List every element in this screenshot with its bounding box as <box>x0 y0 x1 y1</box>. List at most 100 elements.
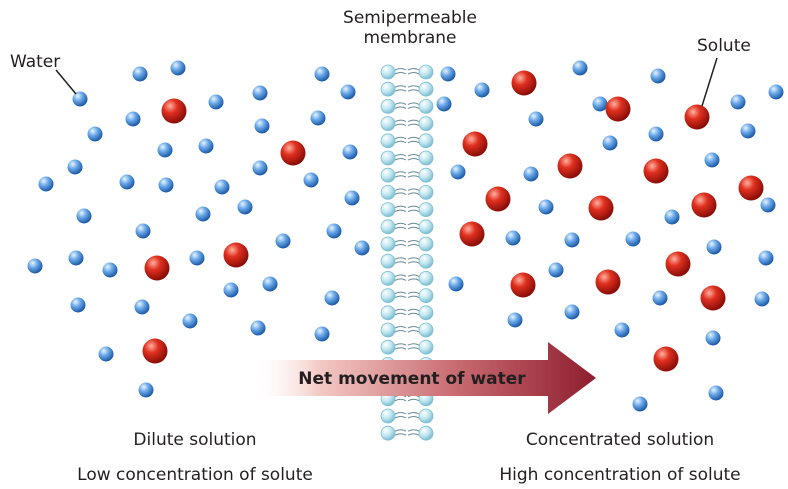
solute-molecule <box>280 140 306 166</box>
solute-molecule <box>643 158 669 184</box>
membrane-lipid-pair <box>380 322 434 338</box>
solute-molecule <box>511 70 537 96</box>
solute-molecule <box>684 104 710 130</box>
water-molecule <box>754 291 770 307</box>
water-molecule <box>592 96 608 112</box>
water-molecule <box>223 282 239 298</box>
solute-molecule <box>665 251 691 277</box>
membrane-lipid-pair <box>380 99 434 114</box>
left-title: Dilute solution <box>133 430 257 450</box>
membrane-lipid-pair <box>380 236 434 252</box>
solute-label: Solute <box>697 36 751 56</box>
membrane-label-line2: membrane <box>363 28 457 48</box>
water-molecule <box>87 126 103 142</box>
water-molecule <box>208 94 224 110</box>
solute-molecule <box>691 192 717 218</box>
water-molecule <box>125 111 141 127</box>
water-molecule <box>538 199 554 215</box>
water-molecule <box>523 166 539 182</box>
water-molecule <box>72 91 88 107</box>
water-molecule <box>170 60 186 76</box>
membrane-label-line1: Semipermeable <box>343 8 477 28</box>
solute-leader-line <box>701 57 718 107</box>
water-molecule <box>237 199 253 215</box>
water-molecule <box>310 110 326 126</box>
membrane-lipid-pair <box>380 425 434 441</box>
water-molecule <box>314 326 330 342</box>
water-molecule <box>730 94 746 110</box>
water-molecule <box>119 174 135 190</box>
left-subtitle: Low concentration of solute <box>77 465 313 485</box>
water-molecule <box>182 313 198 329</box>
membrane-lipid-pair <box>380 408 434 424</box>
membrane-lipid-pair <box>380 288 434 304</box>
water-molecule <box>625 231 641 247</box>
water-molecule <box>67 159 83 175</box>
membrane-lipid-pair <box>380 150 434 166</box>
water-molecule <box>760 197 776 213</box>
water-molecule <box>340 84 356 100</box>
solute-molecule <box>588 195 614 221</box>
water-molecule <box>505 230 521 246</box>
solute-molecule <box>510 272 536 298</box>
right-subtitle: High concentration of solute <box>499 465 741 485</box>
membrane-lipid-pair <box>380 202 434 218</box>
water-molecule <box>632 396 648 412</box>
water-molecule <box>70 297 86 313</box>
solute-molecule <box>144 255 170 281</box>
water-molecule <box>138 382 154 398</box>
water-molecule <box>198 138 214 154</box>
water-molecule <box>134 299 150 315</box>
water-molecule <box>450 164 466 180</box>
water-molecule <box>528 111 544 127</box>
water-molecule <box>706 239 722 255</box>
water-molecule <box>474 82 490 98</box>
water-molecule <box>324 290 340 306</box>
water-molecule <box>648 126 664 142</box>
solute-molecule <box>161 98 187 124</box>
water-molecule <box>704 152 720 168</box>
water-molecule <box>262 276 278 292</box>
water-molecule <box>564 304 580 320</box>
water-molecule <box>572 60 588 76</box>
membrane-lipid-pair <box>380 219 434 235</box>
solute-molecule <box>459 221 485 247</box>
water-label: Water <box>10 52 61 72</box>
net-movement-arrow <box>250 342 596 414</box>
water-molecule <box>214 179 230 195</box>
water-molecule <box>602 135 618 151</box>
water-molecule <box>157 142 173 158</box>
water-molecule <box>314 66 330 82</box>
water-molecule <box>564 232 580 248</box>
solute-molecule <box>605 96 631 122</box>
water-molecule <box>68 250 84 266</box>
solute-molecule <box>557 153 583 179</box>
particles <box>27 60 784 412</box>
water-molecule <box>650 68 666 84</box>
water-molecule <box>250 320 266 336</box>
water-molecule <box>275 233 291 249</box>
water-molecule <box>135 223 151 239</box>
water-molecule <box>758 250 774 266</box>
membrane-lipid-pair <box>380 116 434 131</box>
water-molecule <box>254 118 270 134</box>
water-molecule <box>740 123 756 139</box>
water-molecule <box>38 176 54 192</box>
water-molecule <box>708 385 724 401</box>
water-molecule <box>102 262 118 278</box>
water-molecule <box>252 160 268 176</box>
membrane-lipid-pair <box>380 133 434 149</box>
water-molecule <box>195 206 211 222</box>
membrane-lipid-pair <box>380 270 434 286</box>
membrane-lipid-pair <box>380 339 434 355</box>
water-molecule <box>440 66 456 82</box>
solute-molecule <box>653 346 679 372</box>
solute-molecule <box>595 269 621 295</box>
water-molecule <box>252 85 268 101</box>
solute-molecule <box>700 285 726 311</box>
water-molecule <box>448 276 464 292</box>
water-molecule <box>768 84 784 100</box>
water-molecule <box>436 96 452 112</box>
water-molecule <box>664 209 680 225</box>
water-leader-line <box>55 69 77 95</box>
